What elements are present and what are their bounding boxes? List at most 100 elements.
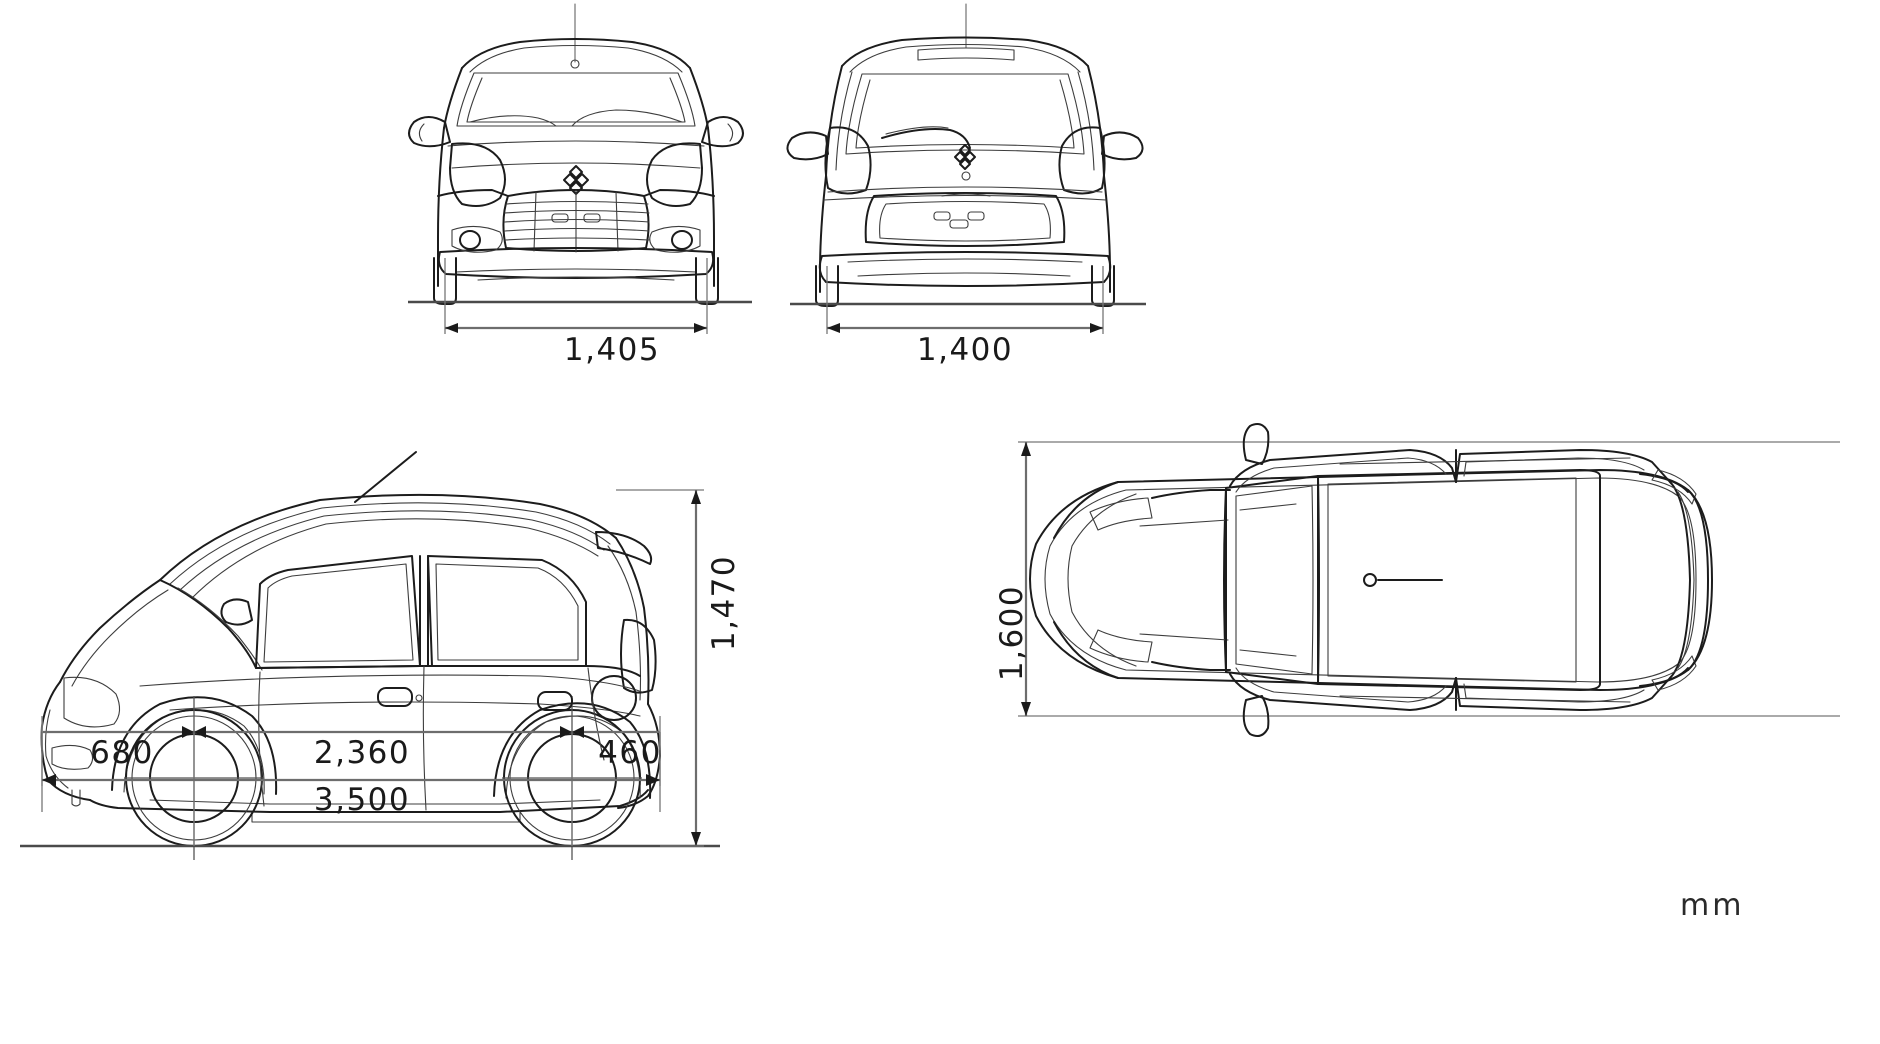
fog-lamp-left xyxy=(451,225,503,253)
plan-door-rear-top-inner xyxy=(1463,457,1645,477)
fog-lamp-right-lens xyxy=(671,230,693,250)
rear-plate-mount-center xyxy=(949,219,969,229)
height-arrow-bottom xyxy=(691,832,701,846)
plan-headlamp-bottom xyxy=(1089,629,1153,663)
chain-tick-front-left xyxy=(182,726,194,738)
plan-roof-inner xyxy=(1327,477,1577,683)
plate-mount-left xyxy=(551,213,569,223)
roofline xyxy=(461,38,691,69)
top-plan-view xyxy=(1018,423,1840,737)
body-left-side xyxy=(437,127,445,287)
front-width-label: 1,405 xyxy=(563,332,661,368)
plan-width-arrow-bottom xyxy=(1021,702,1031,716)
rear-elevation-view xyxy=(786,3,1146,334)
bumper-lower-lip xyxy=(437,247,715,279)
c-pillar-right-inner xyxy=(1077,71,1095,171)
side-antenna xyxy=(354,451,417,503)
grille-slats xyxy=(504,189,650,253)
rear-hatch-edge xyxy=(615,537,650,705)
chain-tick-rear-right xyxy=(572,726,584,738)
side-roof-line3 xyxy=(179,510,605,591)
plan-wiper-bottom xyxy=(1239,649,1297,657)
plan-width-label: 1,600 xyxy=(994,584,1030,682)
mirror-right-inner xyxy=(727,123,734,142)
tow-hook xyxy=(71,789,81,807)
plan-rear-spoiler xyxy=(1639,473,1689,687)
rear-wiper-blade xyxy=(885,126,949,135)
front-door-lock xyxy=(415,694,423,702)
fuel-filler-cap xyxy=(591,675,637,721)
plan-roof-rail-top xyxy=(1339,457,1631,465)
headlamp-right xyxy=(646,142,703,207)
high-mount-stop-lamp xyxy=(917,47,1015,61)
plan-door-front-top-inner xyxy=(1235,457,1447,493)
plate-recess-outer xyxy=(864,192,1066,247)
bonnet-edge xyxy=(447,140,705,147)
plan-body-inline xyxy=(1044,477,1697,683)
rear-tyre-left xyxy=(815,265,839,307)
antenna-base xyxy=(570,59,580,69)
tail-lamp-side xyxy=(620,618,657,694)
rear-wiper-arm xyxy=(881,128,971,149)
plan-headlamp-top xyxy=(1089,497,1153,531)
sill-lower-line xyxy=(149,799,601,805)
rear-spoiler xyxy=(595,531,653,565)
headlamp-left xyxy=(449,142,506,207)
plan-wiper-top xyxy=(1239,503,1297,511)
rear-window-inner2 xyxy=(435,563,579,661)
rear-wheel-arch xyxy=(493,702,652,799)
bonnet-crease xyxy=(451,162,701,169)
side-shoulder-crease xyxy=(139,674,643,693)
chain-tick-rear-left xyxy=(560,726,572,738)
rear-roof-inner xyxy=(849,43,1081,73)
plan-door-rear-top xyxy=(1455,449,1671,483)
front-door-shut xyxy=(258,671,265,807)
front-elevation-view xyxy=(408,3,752,334)
side-roofline xyxy=(159,493,617,581)
b-pillar xyxy=(419,555,429,667)
front-wheel-arch xyxy=(111,696,278,795)
bonnet-profile-inner xyxy=(71,589,169,687)
rear-width-arrow-right xyxy=(1090,323,1103,333)
bumper-splitter xyxy=(477,276,675,281)
plan-roof-panel xyxy=(1317,469,1601,691)
plan-door-rear-bottom-inner xyxy=(1463,683,1645,703)
side-roof-line4 xyxy=(191,518,599,599)
plate-mount-right xyxy=(583,213,601,223)
grille-outline xyxy=(502,189,650,252)
mirror-left-inner xyxy=(418,123,425,142)
rear-width-arrow-left xyxy=(827,323,840,333)
mirror-left xyxy=(408,116,451,148)
rear-bumper-top xyxy=(823,194,1107,201)
plan-front-bumper xyxy=(1053,481,1119,679)
side-roof-line2 xyxy=(169,502,611,585)
a-pillar-right xyxy=(689,67,709,129)
fog-lamp-left-lens xyxy=(459,230,481,250)
a-pillar-left xyxy=(443,67,463,129)
front-door-handle xyxy=(377,687,413,707)
rear-plate-mount-left xyxy=(933,211,951,221)
tailgate-handle-button xyxy=(961,171,971,181)
c-pillar-left xyxy=(825,65,843,177)
rear-bumper-inner-line xyxy=(847,258,1083,263)
plan-windscreen xyxy=(1225,475,1320,685)
body-right-side xyxy=(707,127,715,287)
side-mirror xyxy=(220,598,253,626)
rocker-sill xyxy=(89,789,649,813)
height-arrow-top xyxy=(691,490,701,504)
rear-door-handle xyxy=(537,691,573,711)
windscreen-outline xyxy=(456,72,696,127)
rear-quarter-shut xyxy=(587,667,605,761)
side-body-upper xyxy=(255,665,641,677)
front-width-arrow-right xyxy=(694,323,707,333)
tyre-left xyxy=(433,257,457,305)
plan-rear-bumper xyxy=(1687,489,1713,671)
plan-door-front-top xyxy=(1229,449,1457,487)
suzuki-emblem xyxy=(563,165,589,195)
plan-body-outline xyxy=(1029,469,1709,691)
plan-roof-rail-bottom xyxy=(1339,695,1631,703)
wiper-left xyxy=(469,115,557,127)
c-pillar-right xyxy=(1087,65,1105,177)
rear-roofline xyxy=(841,36,1089,67)
overall-length-label: 3,500 xyxy=(313,782,411,818)
